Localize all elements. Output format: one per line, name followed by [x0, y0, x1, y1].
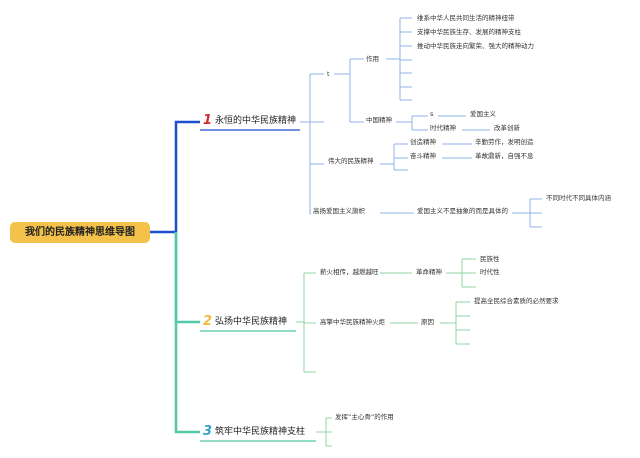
node-xinhuo[interactable]: 薪火相传，越燃越旺 [320, 268, 379, 276]
node-gaige[interactable]: 改革创新 [494, 124, 520, 132]
node-xinqin[interactable]: 辛勤劳作，发明创造 [475, 138, 534, 146]
node-z1[interactable]: 维系中华人民共同生活的精神纽带 [417, 14, 515, 22]
node-fahui[interactable]: 发挥“主心骨”的作用 [335, 413, 394, 421]
node-zuoyong[interactable]: 作用 [366, 55, 379, 63]
node-tigao[interactable]: 提高全民综合素质的必然要求 [474, 297, 559, 305]
root-topic[interactable]: 我们的民族精神思维导图 [10, 222, 150, 243]
node-s[interactable]: s [430, 110, 434, 118]
branch-1-title: 永恒的中华民族精神 [215, 116, 297, 126]
node-fendou[interactable]: 奋斗精神 [410, 152, 436, 160]
node-gegu[interactable]: 革故鼎新，自强不息 [475, 152, 534, 160]
node-geming[interactable]: 革命精神 [416, 268, 442, 276]
node-zhongguo[interactable]: 中国精神 [366, 116, 392, 124]
node-butong[interactable]: 不同时代不同具体内涵 [546, 194, 611, 202]
branch-3-title: 筑牢中华民族精神支柱 [215, 427, 306, 437]
node-shidai[interactable]: 时代精神 [430, 124, 456, 132]
node-z2[interactable]: 支撑中华民族生存、发展的精神支柱 [417, 28, 521, 36]
connector-2 [174, 232, 200, 434]
node-gaoju2[interactable]: 高擎中华民族精神火炬 [320, 318, 385, 326]
node-z3[interactable]: 推动中华民族走向繁荣、强大的精神动力 [417, 42, 534, 50]
node-gaoju[interactable]: 高扬爱国主义旗帜 [313, 207, 365, 215]
node-t[interactable]: t [327, 70, 330, 78]
node-weida[interactable]: 伟大的民族精神 [328, 157, 374, 165]
connector-1 [150, 120, 200, 234]
node-shidaixing[interactable]: 时代性 [480, 268, 500, 276]
node-juti[interactable]: 爱国主义不是抽象的而是具体的 [417, 207, 508, 215]
branch-3-number: 3 [203, 424, 213, 439]
node-yuanyin[interactable]: 原因 [421, 318, 434, 326]
branch-1-number: 1 [203, 113, 213, 128]
branch-2-title: 弘扬中华民族精神 [215, 317, 288, 327]
node-aiguo[interactable]: 爱国主义 [470, 110, 496, 118]
node-chuangzao[interactable]: 创造精神 [410, 138, 436, 146]
connector-3 [174, 232, 200, 324]
branch-2-number: 2 [203, 314, 213, 329]
node-minzu[interactable]: 民族性 [480, 255, 500, 263]
